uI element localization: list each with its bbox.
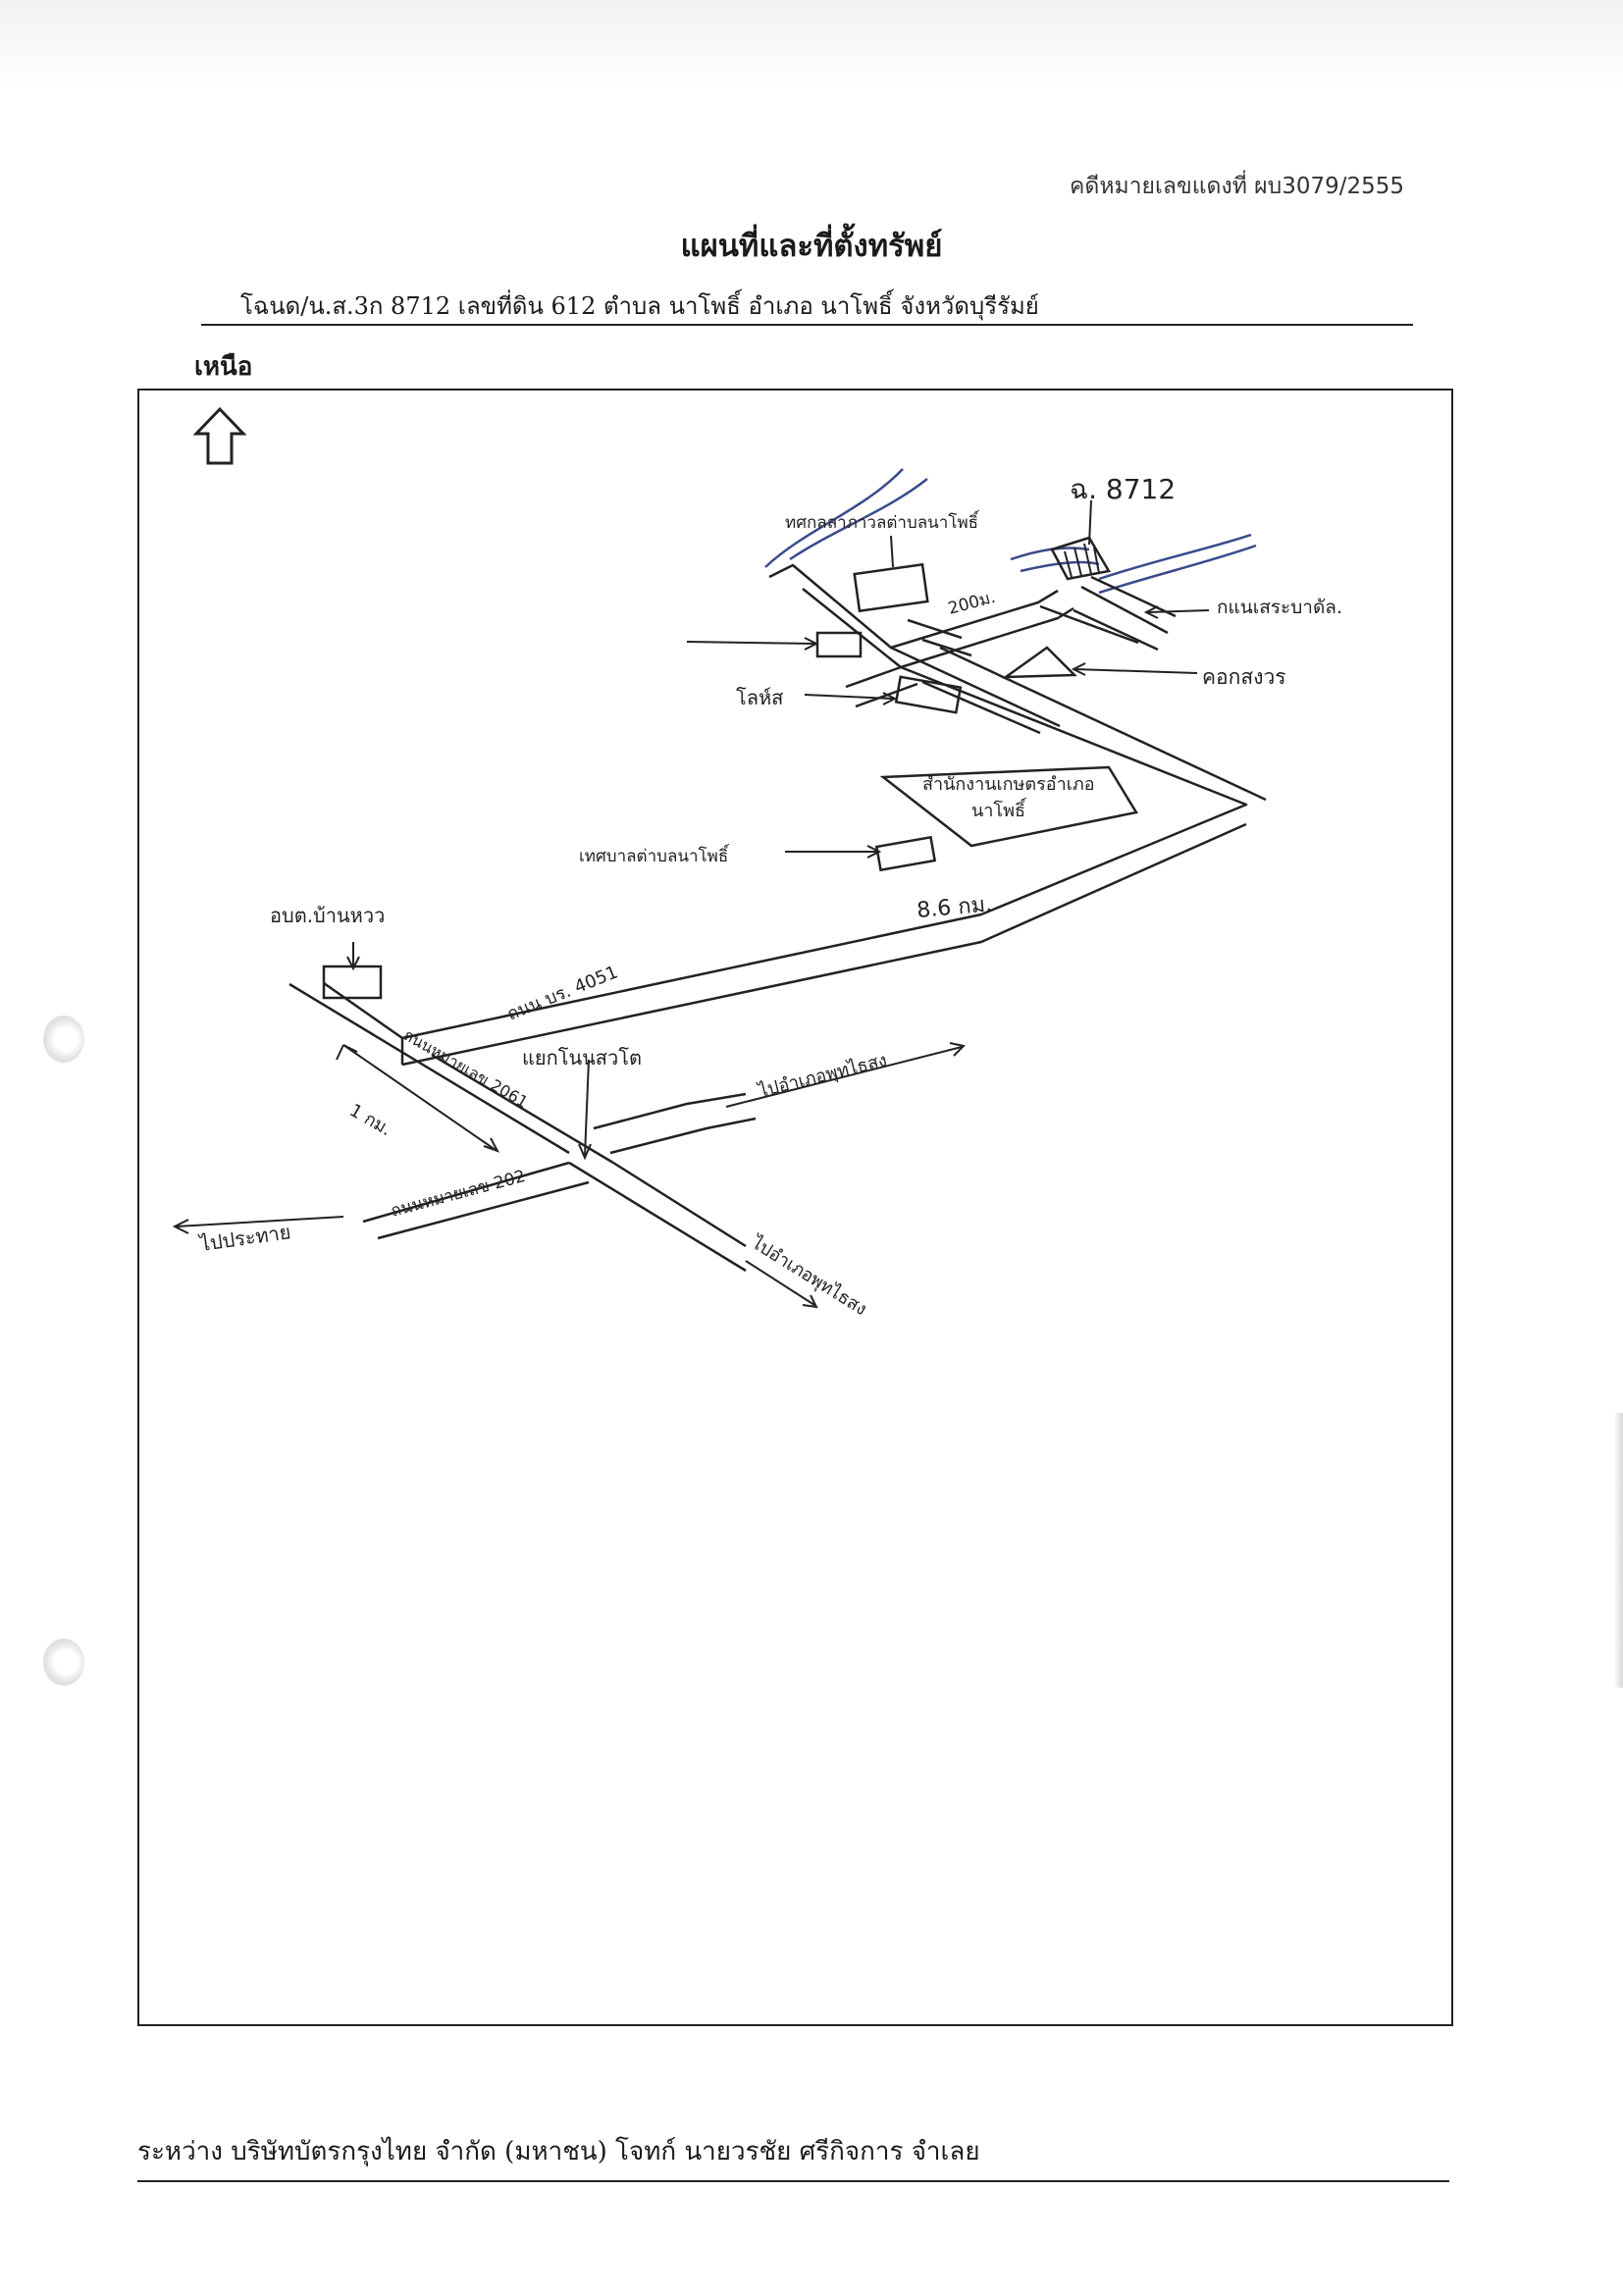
side-building [815,631,863,658]
scan-top-strip [0,0,1623,88]
distance-200m-label: 200ม. [946,588,998,619]
north-label: เหนือ [194,352,253,382]
parcel-8712 [1050,499,1111,581]
school-label: โลห์ส [736,686,783,709]
road-br-label: ถนน บร. 4051 [504,962,621,1024]
cattle-pen-label: คอกสงวร [1202,665,1286,689]
agri-office-label-1: สำนักงานเกษตรอำเภอ [922,774,1095,795]
cattle-pen-triangle [1001,646,1077,679]
pointer-arrows [172,535,1210,1309]
parcel-label: ฉ. 8712 [1070,473,1176,505]
junction-label: แยกโนนสวโต [522,1046,642,1070]
canal-label: กแนเสระบาดัล. [1217,597,1342,618]
sao-label: อบต.บ้านหวว [270,904,385,927]
school-building [894,675,963,714]
page-title: แผนที่และที่ตั้งทรัพย์ [680,229,943,264]
agri-office-label-2: นาโพธิ์ [971,797,1027,821]
sao-building [322,965,383,1000]
case-number: คดีหมายเลขแดงที่ ผบ3079/2555 [1070,174,1405,199]
distance-8-6km-label: 8.6 กม. [916,892,993,923]
map-frame [137,389,1453,2026]
road-network [288,563,1267,1273]
deed-underline [201,324,1413,326]
to-east-label: ไปอำเภอพุทไธสง [755,1049,889,1102]
landmark-buildings [322,562,1138,1000]
deed-info: โฉนด/น.ส.3ก 8712 เลขที่ดิน 612 ตำบล นาโพ… [240,292,1039,320]
punch-hole-top [43,1016,84,1063]
district-office-building [853,562,929,613]
footer-parties: ระหว่าง บริษัทบัตรกรุงไทย จำกัด (มหาชน) … [137,2137,980,2166]
north-arrow-icon [192,406,247,465]
municipality-label: เทศบาลต่าบลนาโพธิ์ [579,844,730,866]
scan-edge-mark [1613,1413,1623,1688]
distance-1km-label: 1 กม. [346,1100,395,1140]
footer-underline [137,2180,1449,2182]
district-office-label: ทศกลลาภาวลต่าบลนาโพธิ์ [785,510,980,533]
agri-office-building [879,765,1138,848]
river-lines [764,468,1257,595]
punch-hole-bottom [43,1639,84,1686]
highway-202-label: ถนนหมายเลข 202 [389,1167,528,1222]
municipality-building [874,835,937,872]
